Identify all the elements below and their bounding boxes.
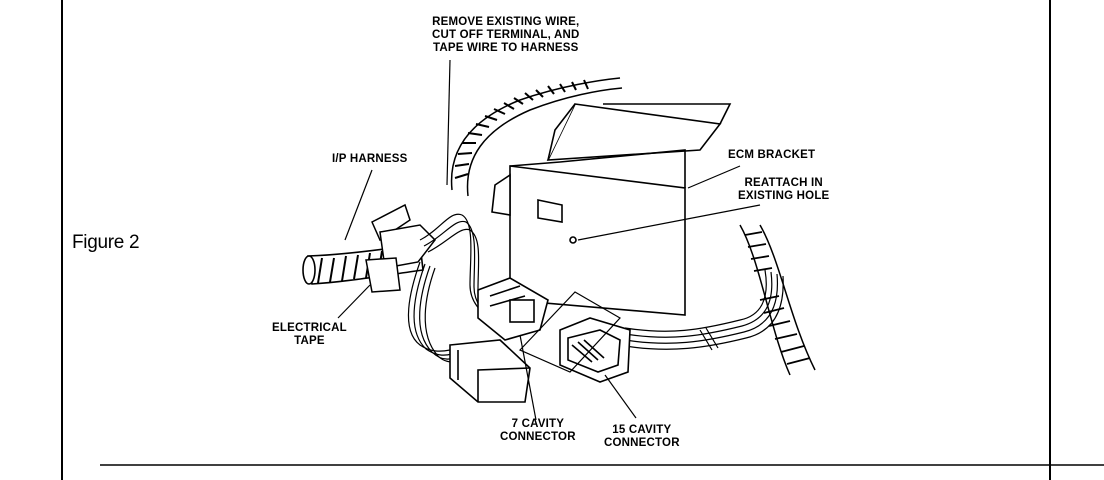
callout-line: 15 CAVITY: [612, 424, 672, 436]
callout-line: CONNECTOR: [604, 437, 680, 449]
frame-border: [61, 0, 1104, 480]
connector-wires-right: [624, 269, 784, 351]
fifteen-cavity-connector: [559, 317, 631, 383]
callout-line: ECM BRACKET: [728, 149, 816, 161]
mounting-plate: [518, 291, 621, 373]
callout-line: ELECTRICAL: [272, 322, 347, 334]
ecm-bracket: [491, 103, 732, 316]
right-harness: [739, 224, 816, 376]
callout-line: I/P HARNESS: [332, 153, 408, 165]
tape-wrap: [365, 203, 436, 293]
callout-electrical-tape: ELECTRICAL TAPE: [272, 322, 347, 348]
callout-line: CUT OFF TERMINAL, AND: [432, 29, 580, 41]
callout-remove-wire: REMOVE EXISTING WIRE, CUT OFF TERMINAL, …: [432, 16, 580, 55]
callout-seven-cavity: 7 CAVITY CONNECTOR: [500, 418, 576, 444]
callout-ecm-bracket: ECM BRACKET: [728, 149, 815, 162]
callout-line: REMOVE EXISTING WIRE,: [432, 16, 580, 28]
callout-fifteen-cavity: 15 CAVITY CONNECTOR: [604, 424, 680, 450]
upper-connector: [477, 277, 549, 341]
callout-reattach: REATTACH IN EXISTING HOLE: [738, 177, 829, 203]
callout-line: EXISTING HOLE: [738, 190, 830, 202]
right-harness-wrap: [744, 231, 811, 365]
callout-ip-harness: I/P HARNESS: [332, 153, 407, 166]
figure-label: Figure 2: [72, 232, 140, 253]
callout-line: 7 CAVITY: [511, 418, 565, 430]
leader-lines: [337, 59, 761, 421]
callout-line: TAPE WIRE TO HARNESS: [433, 42, 579, 54]
callout-line: CONNECTOR: [500, 431, 576, 443]
upper-harness-wrap: [454, 79, 589, 179]
callout-line: REATTACH IN: [744, 177, 823, 189]
seven-cavity-connector: [449, 339, 531, 403]
callout-line: TAPE: [294, 335, 325, 347]
